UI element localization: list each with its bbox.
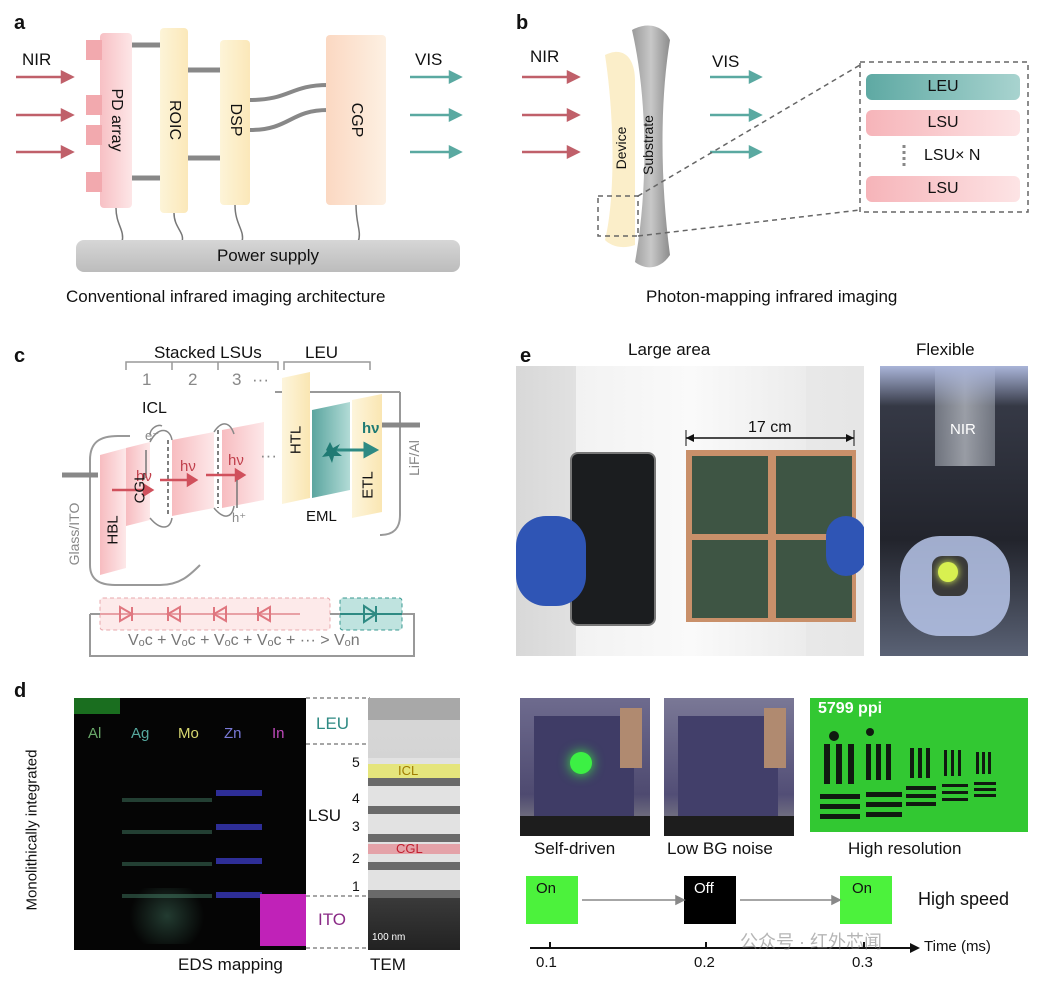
layer-labels-column — [306, 697, 370, 949]
power-supply-label: Power supply — [216, 246, 320, 265]
tem-image — [368, 698, 460, 950]
lsu-num-3: 3 — [232, 370, 242, 389]
eds-al: Al — [88, 725, 102, 742]
hv-emit: hν — [362, 420, 380, 437]
lsu-num-2: 2 — [188, 370, 198, 389]
tick-0-2: 0.2 — [694, 954, 715, 971]
panel-a-diagram — [16, 28, 463, 272]
layer-num-5: 5 — [352, 754, 360, 770]
b-lsun-label: LSU× N — [924, 147, 981, 164]
eds-in: In — [272, 725, 285, 742]
d-lsu-label: LSU — [308, 806, 342, 825]
flexible-photo — [880, 366, 1028, 656]
pd-array-label: PD array — [108, 88, 125, 152]
dsp-label: DSP — [227, 103, 244, 137]
state-on-2-label: On — [852, 880, 873, 897]
tem-icl-label: ICL — [398, 763, 419, 778]
hv-1: hν — [136, 468, 152, 485]
lsu-dots: ··· — [252, 370, 269, 389]
low-bg-noise-photo — [664, 698, 794, 836]
panel-label-c: c — [14, 345, 26, 367]
c-dots-mid: ··· — [260, 446, 277, 465]
tick-0-3: 0.3 — [852, 954, 873, 971]
vis-arrows — [410, 69, 463, 160]
lsu-num-1: 1 — [142, 370, 152, 389]
roic-label: ROIC — [166, 100, 183, 140]
self-driven-photo — [520, 698, 650, 836]
tem-caption: TEM — [370, 955, 406, 974]
nir-arrows — [16, 69, 75, 160]
watermark: 公众号 · 红外芯闻 — [740, 932, 882, 952]
layer-num-4: 4 — [352, 790, 360, 806]
eds-mo: Mo — [178, 725, 199, 742]
b-caption: Photon-mapping infrared imaging — [646, 287, 898, 306]
high-speed-timeline — [530, 894, 920, 953]
b-lsu1-label: LSU — [927, 114, 959, 131]
panel-label-e: e — [520, 345, 532, 367]
layer-num-2: 2 — [352, 850, 360, 866]
tick-0-1: 0.1 — [536, 954, 557, 971]
htl-label: HTL — [287, 425, 305, 455]
size-17cm-label: 17 cm — [748, 419, 792, 436]
low-bg-noise-caption: Low BG noise — [667, 839, 773, 858]
self-driven-caption: Self-driven — [534, 839, 616, 858]
flexible-label: Flexible — [916, 340, 975, 359]
a-vis-label: VIS — [415, 50, 443, 69]
time-axis-label: Time (ms) — [924, 938, 991, 955]
icl-label: ICL — [142, 400, 167, 417]
cgp-label: CGP — [348, 102, 365, 138]
state-on-1-label: On — [536, 880, 557, 897]
eds-mapping-caption: EDS mapping — [178, 955, 283, 974]
panel-label-b: b — [516, 12, 529, 34]
eml-label: EML — [306, 508, 337, 525]
state-off-label: Off — [694, 880, 714, 897]
state-on-2 — [840, 876, 892, 924]
d-leu-label: LEU — [316, 714, 350, 733]
tem-cgl-label: CGL — [396, 841, 423, 856]
lif-al-label: LiF/Al — [406, 440, 422, 476]
monolithic-label: Monolithically integrated — [23, 749, 41, 911]
d-ito-label: ITO — [318, 910, 347, 929]
state-off — [684, 876, 736, 924]
large-area-label: Large area — [628, 340, 711, 359]
eds-map — [74, 698, 306, 950]
hbl-label: HBL — [104, 515, 122, 545]
etl-label: ETL — [359, 471, 377, 499]
b-vis-label: VIS — [712, 52, 740, 71]
voltage-equation: Vₒc + Vₒc + Vₒc + Vₒc + ··· > Vₒn — [128, 632, 360, 649]
eds-ag: Ag — [131, 725, 150, 742]
high-resolution-caption: High resolution — [848, 839, 962, 858]
eds-zn: Zn — [224, 725, 242, 742]
a-caption: Conventional infrared imaging architectu… — [66, 287, 386, 306]
a-nir-label: NIR — [22, 50, 52, 69]
b-nir-label: NIR — [530, 47, 560, 66]
panel-label-a: a — [14, 12, 26, 34]
substrate-label: Substrate — [640, 115, 656, 175]
panel-c-diagram — [62, 361, 420, 657]
b-leu-label: LEU — [927, 78, 959, 95]
electron-label: e⁻ — [145, 428, 160, 443]
hv-3: hν — [228, 452, 244, 469]
large-area-photo — [516, 366, 864, 656]
glass-ito-label: Glass/ITO — [66, 502, 82, 566]
cgl-label: CGL — [131, 472, 149, 504]
high-resolution-photo — [810, 698, 1028, 832]
b-lsu2-label: LSU — [927, 180, 959, 197]
hv-2: hν — [180, 458, 196, 475]
resolution-target — [820, 728, 996, 819]
tem-scale-bar: 100 nm — [372, 932, 406, 943]
high-speed-label: High speed — [918, 889, 1010, 909]
stacked-lsus-label: Stacked LSUs — [154, 343, 262, 362]
hole-label: h⁺ — [232, 510, 247, 525]
c-leu-label: LEU — [305, 343, 339, 362]
state-on-1 — [526, 876, 578, 924]
layer-num-3: 3 — [352, 818, 360, 834]
flexible-nir-label: NIR — [950, 421, 976, 438]
ppi-label: 5799 ppi — [818, 700, 883, 717]
device-label: Device — [613, 126, 629, 170]
layer-num-1: 1 — [352, 878, 360, 894]
panel-label-d: d — [14, 680, 27, 702]
panel-b-diagram — [522, 25, 1029, 268]
